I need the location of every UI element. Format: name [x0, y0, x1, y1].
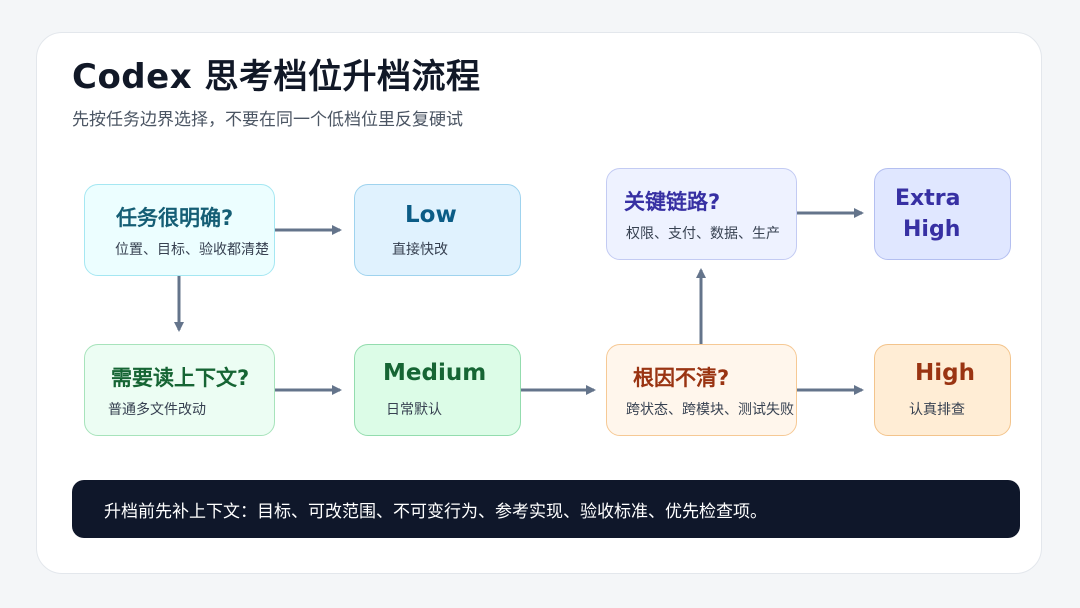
node-critical-path-sub: 权限、支付、数据、生产: [626, 226, 780, 242]
node-low: Low 直接快改: [354, 184, 521, 276]
node-medium-title: Medium: [383, 360, 487, 386]
node-low-title: Low: [405, 202, 457, 228]
tip-banner-text: 升档前先补上下文：目标、可改范围、不可变行为、参考实现、验收标准、优先检查项。: [104, 502, 767, 522]
node-critical-path: 关键链路? 权限、支付、数据、生产: [606, 168, 797, 260]
node-high-sub: 认真排查: [909, 402, 965, 418]
page-subtitle: 先按任务边界选择，不要在同一个低档位里反复硬试: [72, 110, 463, 130]
node-high: High 认真排查: [874, 344, 1011, 436]
node-root-cause: 根因不清? 跨状态、跨模块、测试失败: [606, 344, 797, 436]
node-extra-high-title-line1: Extra: [895, 186, 961, 211]
page-title: Codex 思考档位升档流程: [72, 57, 481, 97]
node-extra-high: Extra High: [874, 168, 1011, 260]
node-need-context: 需要读上下文? 普通多文件改动: [84, 344, 275, 436]
node-need-context-title: 需要读上下文?: [111, 366, 250, 390]
node-medium: Medium 日常默认: [354, 344, 521, 436]
node-task-clear-sub: 位置、目标、验收都清楚: [115, 242, 269, 258]
node-need-context-sub: 普通多文件改动: [108, 402, 206, 418]
node-low-sub: 直接快改: [392, 242, 448, 258]
node-task-clear-title: 任务很明确?: [116, 206, 234, 230]
node-extra-high-title-line2: High: [903, 217, 961, 242]
node-task-clear: 任务很明确? 位置、目标、验收都清楚: [84, 184, 275, 276]
node-root-cause-sub: 跨状态、跨模块、测试失败: [626, 402, 794, 418]
node-high-title: High: [915, 360, 975, 386]
tip-banner: 升档前先补上下文：目标、可改范围、不可变行为、参考实现、验收标准、优先检查项。: [72, 480, 1020, 538]
node-medium-sub: 日常默认: [386, 402, 442, 418]
node-critical-path-title: 关键链路?: [624, 190, 721, 214]
node-root-cause-title: 根因不清?: [633, 366, 730, 390]
